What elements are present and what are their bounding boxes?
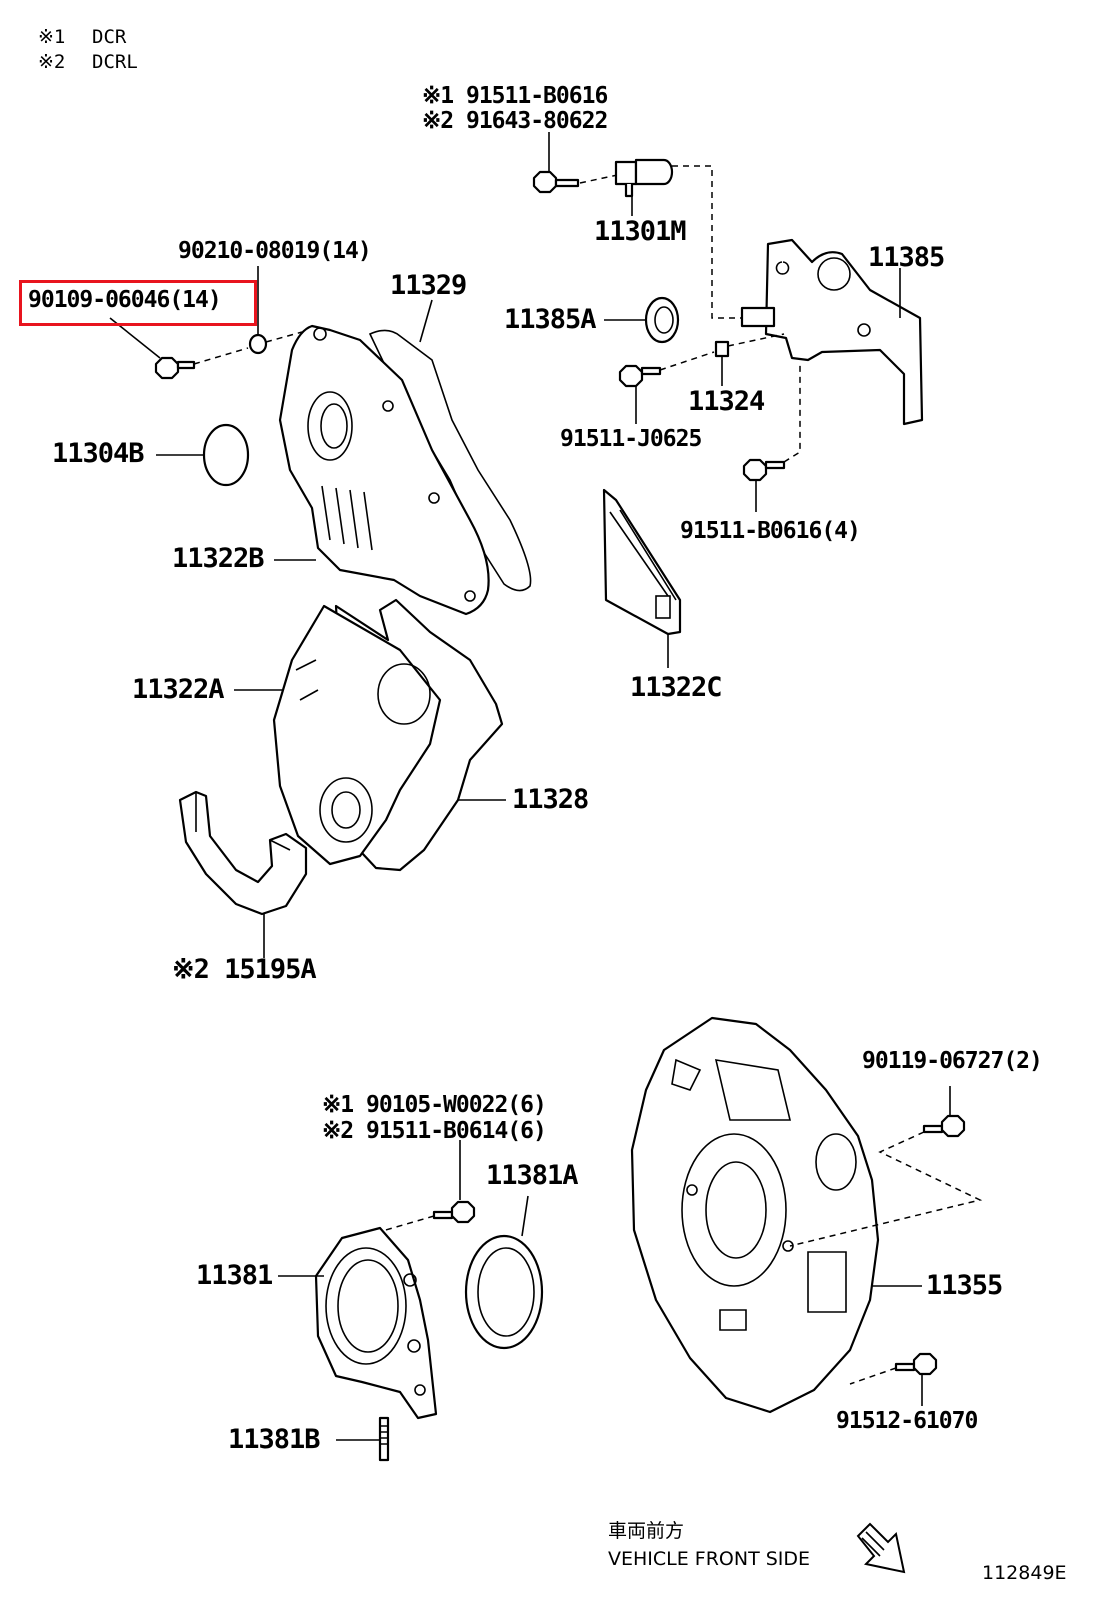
bolt-91511-b0616-top[interactable] [532, 170, 580, 194]
callout-11322c[interactable]: 11322C [630, 672, 723, 703]
callout-91511-b0616-top[interactable]: ※1 91511-B0616 [422, 83, 608, 109]
legend-mark-1: ※1 [38, 26, 66, 48]
callout-11329[interactable]: 11329 [390, 270, 467, 301]
bolt-91511-j0625[interactable] [618, 364, 662, 388]
callout-91643-80622[interactable]: ※2 91643-80622 [422, 108, 608, 134]
callout-90119-06727[interactable]: 90119-06727(2) [862, 1048, 1043, 1074]
timing-cover-11322c[interactable] [602, 488, 682, 636]
callout-11381a[interactable]: 11381A [486, 1160, 579, 1191]
callout-91512-61070[interactable]: 91512-61070 [836, 1408, 978, 1434]
direction-label-jp: 車両前方 [608, 1520, 685, 1542]
arrow-down-right-icon [856, 1522, 906, 1574]
callout-90109-06046[interactable]: 90109-06046(14) [28, 287, 222, 313]
callout-11385a[interactable]: 11385A [504, 304, 597, 335]
oil-seal-retainer-11381[interactable] [314, 1226, 438, 1420]
illustration-number: 112849E [982, 1562, 1067, 1584]
callout-11385[interactable]: 11385 [868, 242, 945, 273]
callout-90105-w0022[interactable]: ※1 90105-W0022(6) [322, 1092, 547, 1118]
callout-11324[interactable]: 11324 [688, 386, 765, 417]
washer-90210-08019[interactable] [248, 333, 268, 355]
callout-15195a[interactable]: ※2 15195A [172, 954, 317, 985]
sensor-11301m[interactable] [614, 158, 674, 198]
callout-91511-b0614[interactable]: ※2 91511-B0614(6) [322, 1118, 547, 1144]
guide-15195a[interactable] [178, 790, 308, 916]
oil-seal-11385a[interactable] [644, 296, 680, 344]
end-plate-11355[interactable] [630, 1016, 880, 1414]
gasket-11329[interactable] [368, 329, 532, 592]
callout-11381[interactable]: 11381 [196, 1260, 273, 1291]
legend-mark-2: ※2 [38, 51, 66, 73]
lower-timing-cover-11322a[interactable] [272, 604, 442, 866]
bolt-90109-06046[interactable] [154, 356, 196, 380]
bolt-90119-06727[interactable] [922, 1114, 966, 1138]
callout-11355[interactable]: 11355 [926, 1270, 1003, 1301]
callout-11322b[interactable]: 11322B [172, 543, 265, 574]
callout-90210-08019[interactable]: 90210-08019(14) [178, 238, 372, 264]
pin-11324[interactable] [714, 340, 730, 358]
legend-code-1: DCR [92, 26, 127, 48]
callout-11304b[interactable]: 11304B [52, 438, 145, 469]
plug-11304b[interactable] [202, 423, 250, 487]
direction-label-en: VEHICLE FRONT SIDE [608, 1548, 811, 1570]
upper-timing-cover-11322b[interactable] [278, 324, 490, 616]
callout-11328[interactable]: 11328 [512, 784, 589, 815]
bolt-90105-w0022[interactable] [432, 1200, 476, 1224]
callout-11381b[interactable]: 11381B [228, 1424, 321, 1455]
callout-91511-b0616-4[interactable]: 91511-B0616(4) [680, 518, 861, 544]
callout-11301m[interactable]: 11301M [594, 216, 687, 247]
callout-11322a[interactable]: 11322A [132, 674, 225, 705]
stud-11381b[interactable] [378, 1416, 390, 1462]
legend-code-2: DCRL [92, 51, 138, 73]
bolt-91512-61070[interactable] [894, 1352, 938, 1376]
callout-91511-j0625[interactable]: 91511-J0625 [560, 426, 702, 452]
bolt-91511-b0616-4[interactable] [742, 458, 786, 482]
bracket-11385[interactable] [740, 238, 924, 426]
seal-ring-11381a[interactable] [464, 1234, 544, 1350]
